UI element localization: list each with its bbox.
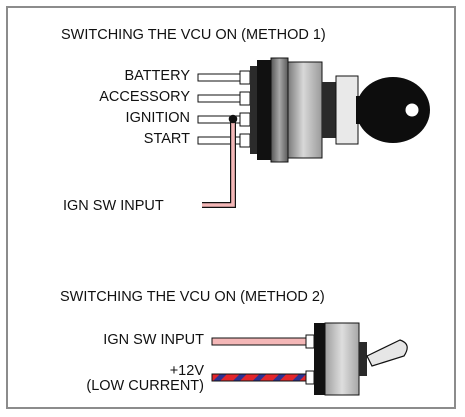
terminal-label-accessory: ACCESSORY (99, 89, 190, 105)
terminal-label-battery: BATTERY (124, 68, 190, 84)
power-label-12v: +12V (169, 363, 204, 379)
terminal-label-ignition: IGNITION (125, 110, 190, 126)
ign-sw-input-wire (202, 114, 238, 208)
toggle-switch (305, 322, 408, 396)
method-2-title: SWITCHING THE VCU ON (METHOD 2) (60, 289, 325, 305)
ign-sw-input-label: IGN SW INPUT (63, 198, 164, 214)
key-icon (356, 77, 430, 143)
key-switch-terminals (197, 70, 251, 148)
ign-sw-input-wire-2 (211, 337, 309, 346)
terminal-label-start: START (143, 131, 190, 147)
method-1-title: SWITCHING THE VCU ON (METHOD 1) (61, 27, 326, 43)
power-label-low-current: (LOW CURRENT) (86, 378, 204, 394)
power-wire-12v (211, 373, 309, 382)
key-switch-body (250, 57, 359, 163)
ign-sw-input-label-2: IGN SW INPUT (103, 332, 204, 348)
